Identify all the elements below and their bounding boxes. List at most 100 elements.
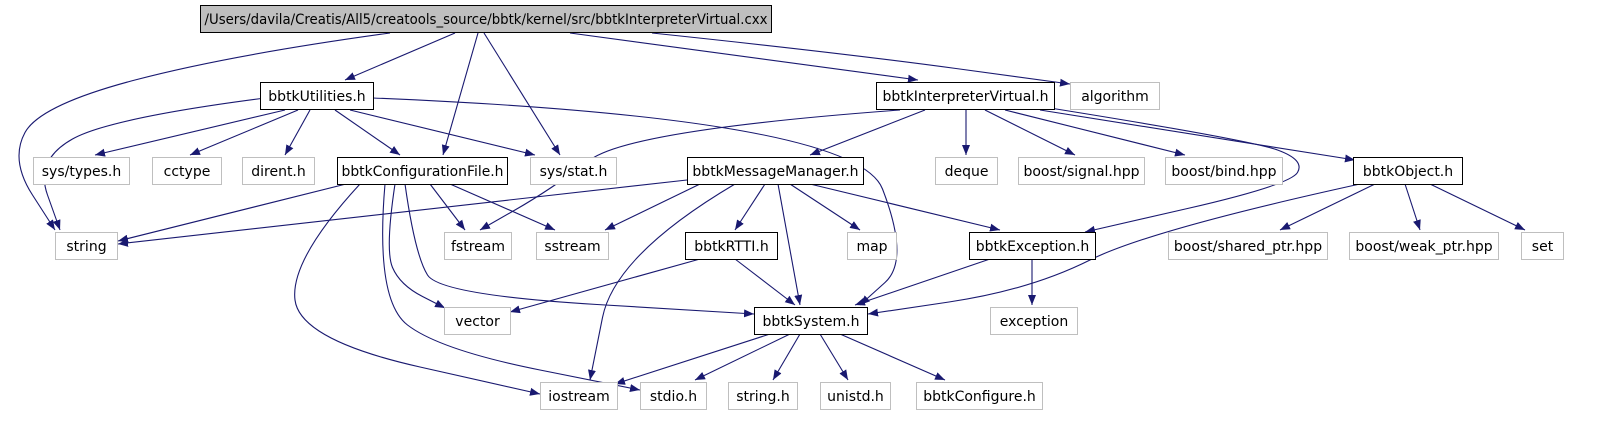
edge-line [772, 333, 801, 381]
edge-line [1049, 107, 1300, 234]
node-label: algorithm [1081, 89, 1149, 105]
edge-system-to-unistd [819, 333, 849, 381]
node-label: map [856, 239, 887, 255]
node-box [754, 307, 868, 335]
node-box [1018, 157, 1145, 185]
node-object[interactable]: bbtkObject.h [1353, 157, 1463, 185]
node-label: /Users/davila/Creatis/All5/creatools_sou… [205, 12, 768, 28]
node-interpreter[interactable]: bbtkInterpreterVirtual.h [876, 82, 1055, 110]
node-bind: boost/bind.hpp [1165, 157, 1283, 185]
edge-object-to-sharedptr [1279, 183, 1376, 231]
edge-line [349, 109, 536, 157]
node-root[interactable]: /Users/davila/Creatis/All5/creatools_sou… [200, 5, 772, 33]
edge-line [984, 109, 1076, 156]
edge-line [404, 183, 755, 318]
node-box [200, 5, 772, 33]
node-box [337, 157, 508, 185]
edge-line [789, 183, 861, 231]
node-box [1070, 82, 1160, 110]
node-iostream: iostream [540, 382, 618, 410]
node-box [444, 307, 511, 335]
node-box [530, 157, 617, 185]
edge-line [479, 109, 901, 231]
edge-system-to-configure [839, 333, 946, 381]
node-label: exception [1000, 314, 1068, 330]
node-label: bbtkSystem.h [763, 314, 860, 330]
edge-line [614, 333, 771, 385]
node-string: string [55, 232, 118, 260]
edge-interpreter-to-signal [984, 109, 1076, 156]
node-label: unistd.h [827, 389, 884, 405]
edge-configfile-to-string [117, 182, 351, 243]
node-box [969, 232, 1096, 260]
edge-line [819, 333, 849, 381]
edge-msgmgr-to-sstream [604, 183, 701, 231]
node-map: map [847, 232, 897, 260]
node-algorithm: algorithm [1070, 82, 1160, 110]
node-cctype: cctype [152, 157, 222, 185]
edge-line [372, 97, 898, 306]
node-box [1165, 157, 1283, 185]
node-box [152, 157, 222, 185]
edge-system-to-stringh [772, 333, 801, 381]
edge-msgmgr-to-iostream [588, 183, 736, 381]
edge-line [117, 179, 688, 247]
edge-rtti-to-system [734, 258, 796, 306]
edge-utilities-to-system [372, 97, 898, 306]
edge-system-to-stdio [694, 333, 791, 381]
node-box [935, 157, 998, 185]
edge-utilities-to-systypes [94, 109, 286, 157]
edge-utilities-to-cctype [189, 109, 299, 156]
node-deque: deque [935, 157, 998, 185]
node-label: bbtkException.h [976, 239, 1090, 255]
node-label: bbtkMessageManager.h [692, 164, 858, 180]
edge-root-to-utilities [344, 32, 456, 81]
node-utilities[interactable]: bbtkUtilities.h [260, 82, 374, 110]
edge-msgmgr-to-string [117, 179, 688, 247]
node-label: deque [945, 164, 989, 180]
node-stringh: string.h [728, 382, 798, 410]
edge-line [1404, 183, 1421, 231]
edge-line [382, 183, 641, 392]
edge-line [734, 183, 766, 231]
edge-configfile-to-system [404, 183, 755, 318]
node-label: vector [455, 314, 500, 330]
node-label: bbtkObject.h [1363, 164, 1453, 180]
edge-line [1279, 183, 1376, 231]
edge-interpreter-to-fstream [479, 109, 901, 231]
edge-line [334, 109, 401, 156]
edge-utilities-to-sysstat [349, 109, 536, 157]
node-rtti[interactable]: bbtkRTTI.h [685, 232, 778, 260]
node-stdio: stdio.h [640, 382, 707, 410]
node-sharedptr: boost/shared_ptr.hpp [1168, 232, 1328, 260]
edge-line [809, 109, 926, 156]
edge-root-to-configfile [441, 32, 479, 156]
node-configfile[interactable]: bbtkConfigurationFile.h [337, 157, 508, 185]
node-box [728, 382, 798, 410]
edge-rtti-to-vector [509, 258, 701, 314]
node-vector: vector [444, 307, 511, 335]
edge-root-to-interpreter [569, 32, 919, 83]
node-label: boost/signal.hpp [1023, 164, 1139, 180]
edge-interpreter-to-object [1039, 109, 1356, 163]
node-system[interactable]: bbtkSystem.h [754, 307, 868, 335]
node-label: dirent.h [251, 164, 306, 180]
node-msgmgr[interactable]: bbtkMessageManager.h [687, 157, 864, 185]
node-configure: bbtkConfigure.h [916, 382, 1043, 410]
node-label: fstream [451, 239, 505, 255]
node-box [685, 232, 778, 260]
node-label: bbtkRTTI.h [694, 239, 768, 255]
edge-layer [18, 32, 1526, 396]
node-label: boost/weak_ptr.hpp [1355, 239, 1492, 255]
node-exceptionh[interactable]: bbtkException.h [969, 232, 1096, 260]
edge-root-to-string [18, 32, 391, 231]
node-label: bbtkUtilities.h [268, 89, 365, 105]
edge-line [854, 258, 991, 306]
edge-line [441, 32, 479, 156]
edge-line [483, 32, 561, 156]
node-box [1353, 157, 1463, 185]
edge-interpreter-to-exceptionh [1049, 107, 1300, 234]
node-dirent: dirent.h [242, 157, 315, 185]
edge-line [1004, 109, 1186, 157]
